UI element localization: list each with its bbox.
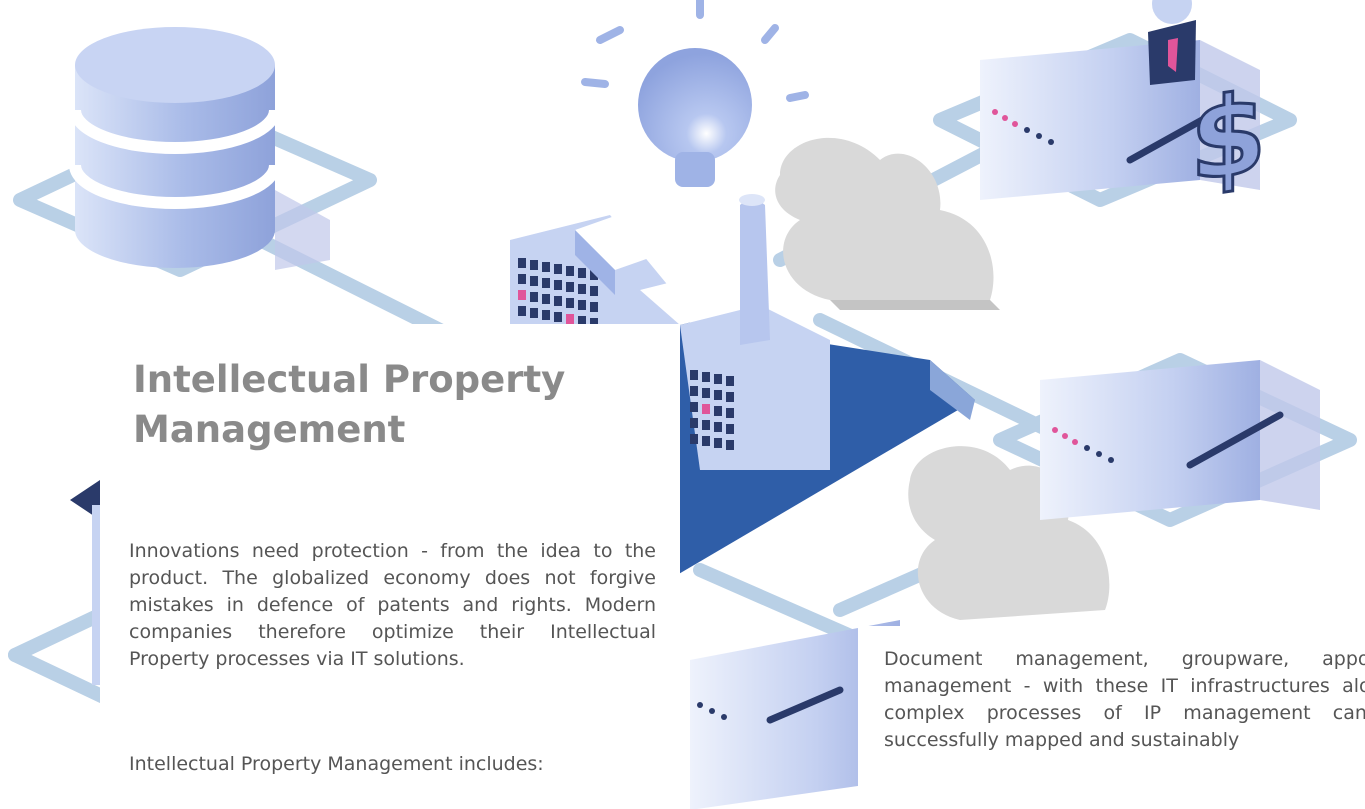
lightbulb-icon	[581, 0, 809, 187]
text-card-right	[858, 626, 1365, 809]
intro-paragraph: Innovations need protection - from the i…	[129, 540, 656, 670]
text-card	[100, 324, 680, 809]
includes-label: Intellectual Property Management include…	[129, 753, 544, 775]
title-line-2: Management	[133, 408, 406, 451]
server-icon	[690, 620, 900, 809]
side-paragraph: Document management, groupware, appointm…	[884, 648, 1365, 751]
database-icon	[69, 27, 330, 270]
svg-text:$: $	[1190, 68, 1267, 207]
server-icon	[1040, 360, 1320, 520]
server-icon	[980, 40, 1260, 200]
user-icon	[1148, 0, 1196, 85]
title-line-1: Intellectual Property	[133, 358, 566, 401]
page-title: Intellectual Property Management	[133, 355, 653, 455]
dollar-icon: $	[1189, 67, 1269, 209]
cloud-icon	[775, 137, 1000, 310]
